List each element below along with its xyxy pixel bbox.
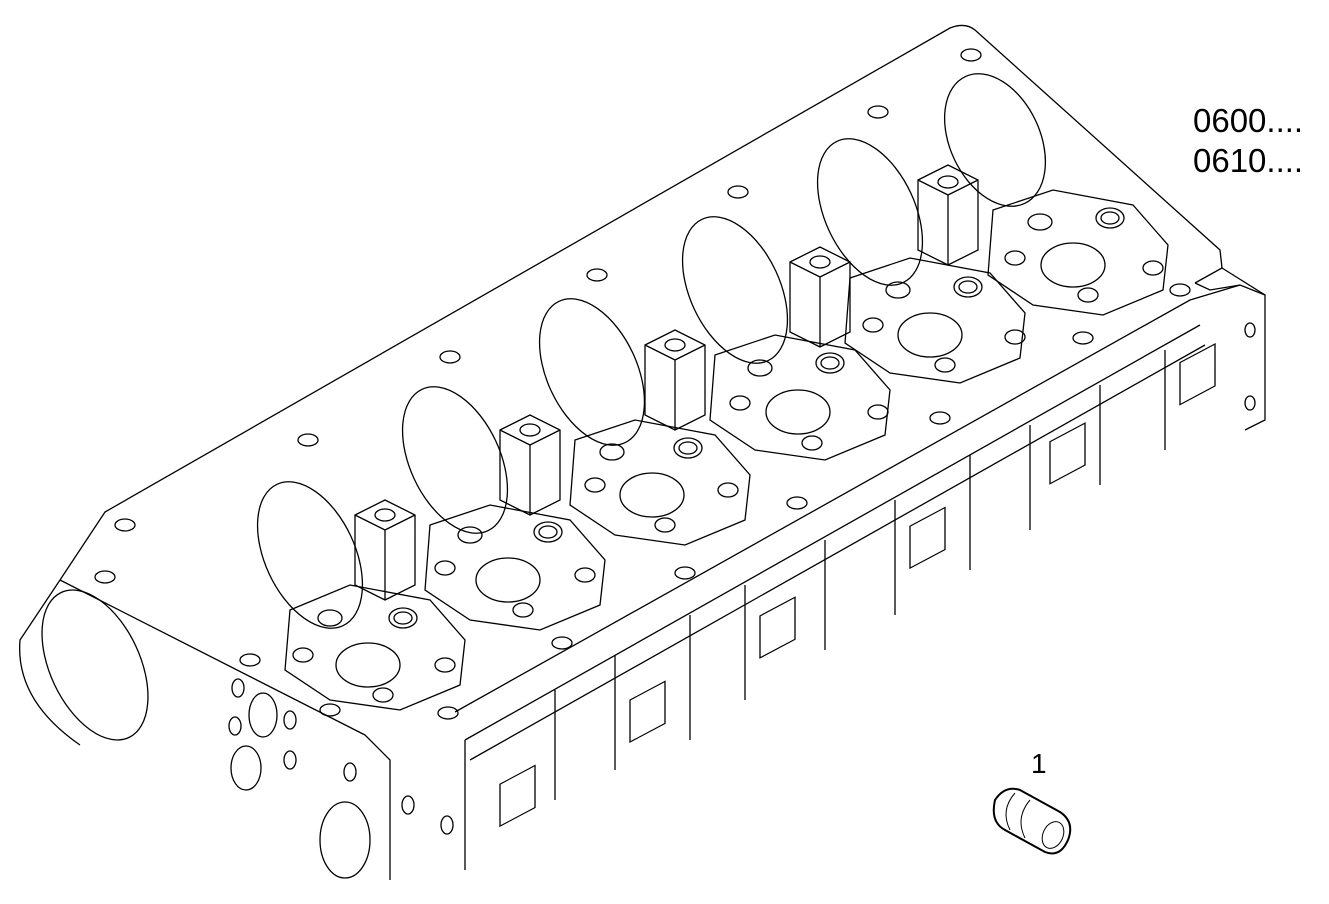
side-ports [499, 342, 1216, 828]
cylinder-head-outline [19, 24, 1266, 880]
injector-flanges [284, 189, 1169, 711]
reference-code-list: 0600.... 0610.... [1193, 101, 1303, 181]
part-1-fitting [992, 787, 1072, 855]
cylinder-bores [41, 73, 1047, 741]
rocker-blocks [354, 164, 979, 601]
reference-code: 0600.... [1193, 102, 1304, 139]
bolt-holes [94, 48, 1256, 879]
reference-code: 0610.... [1193, 142, 1304, 179]
part-callout-1: 1 [1031, 748, 1047, 779]
